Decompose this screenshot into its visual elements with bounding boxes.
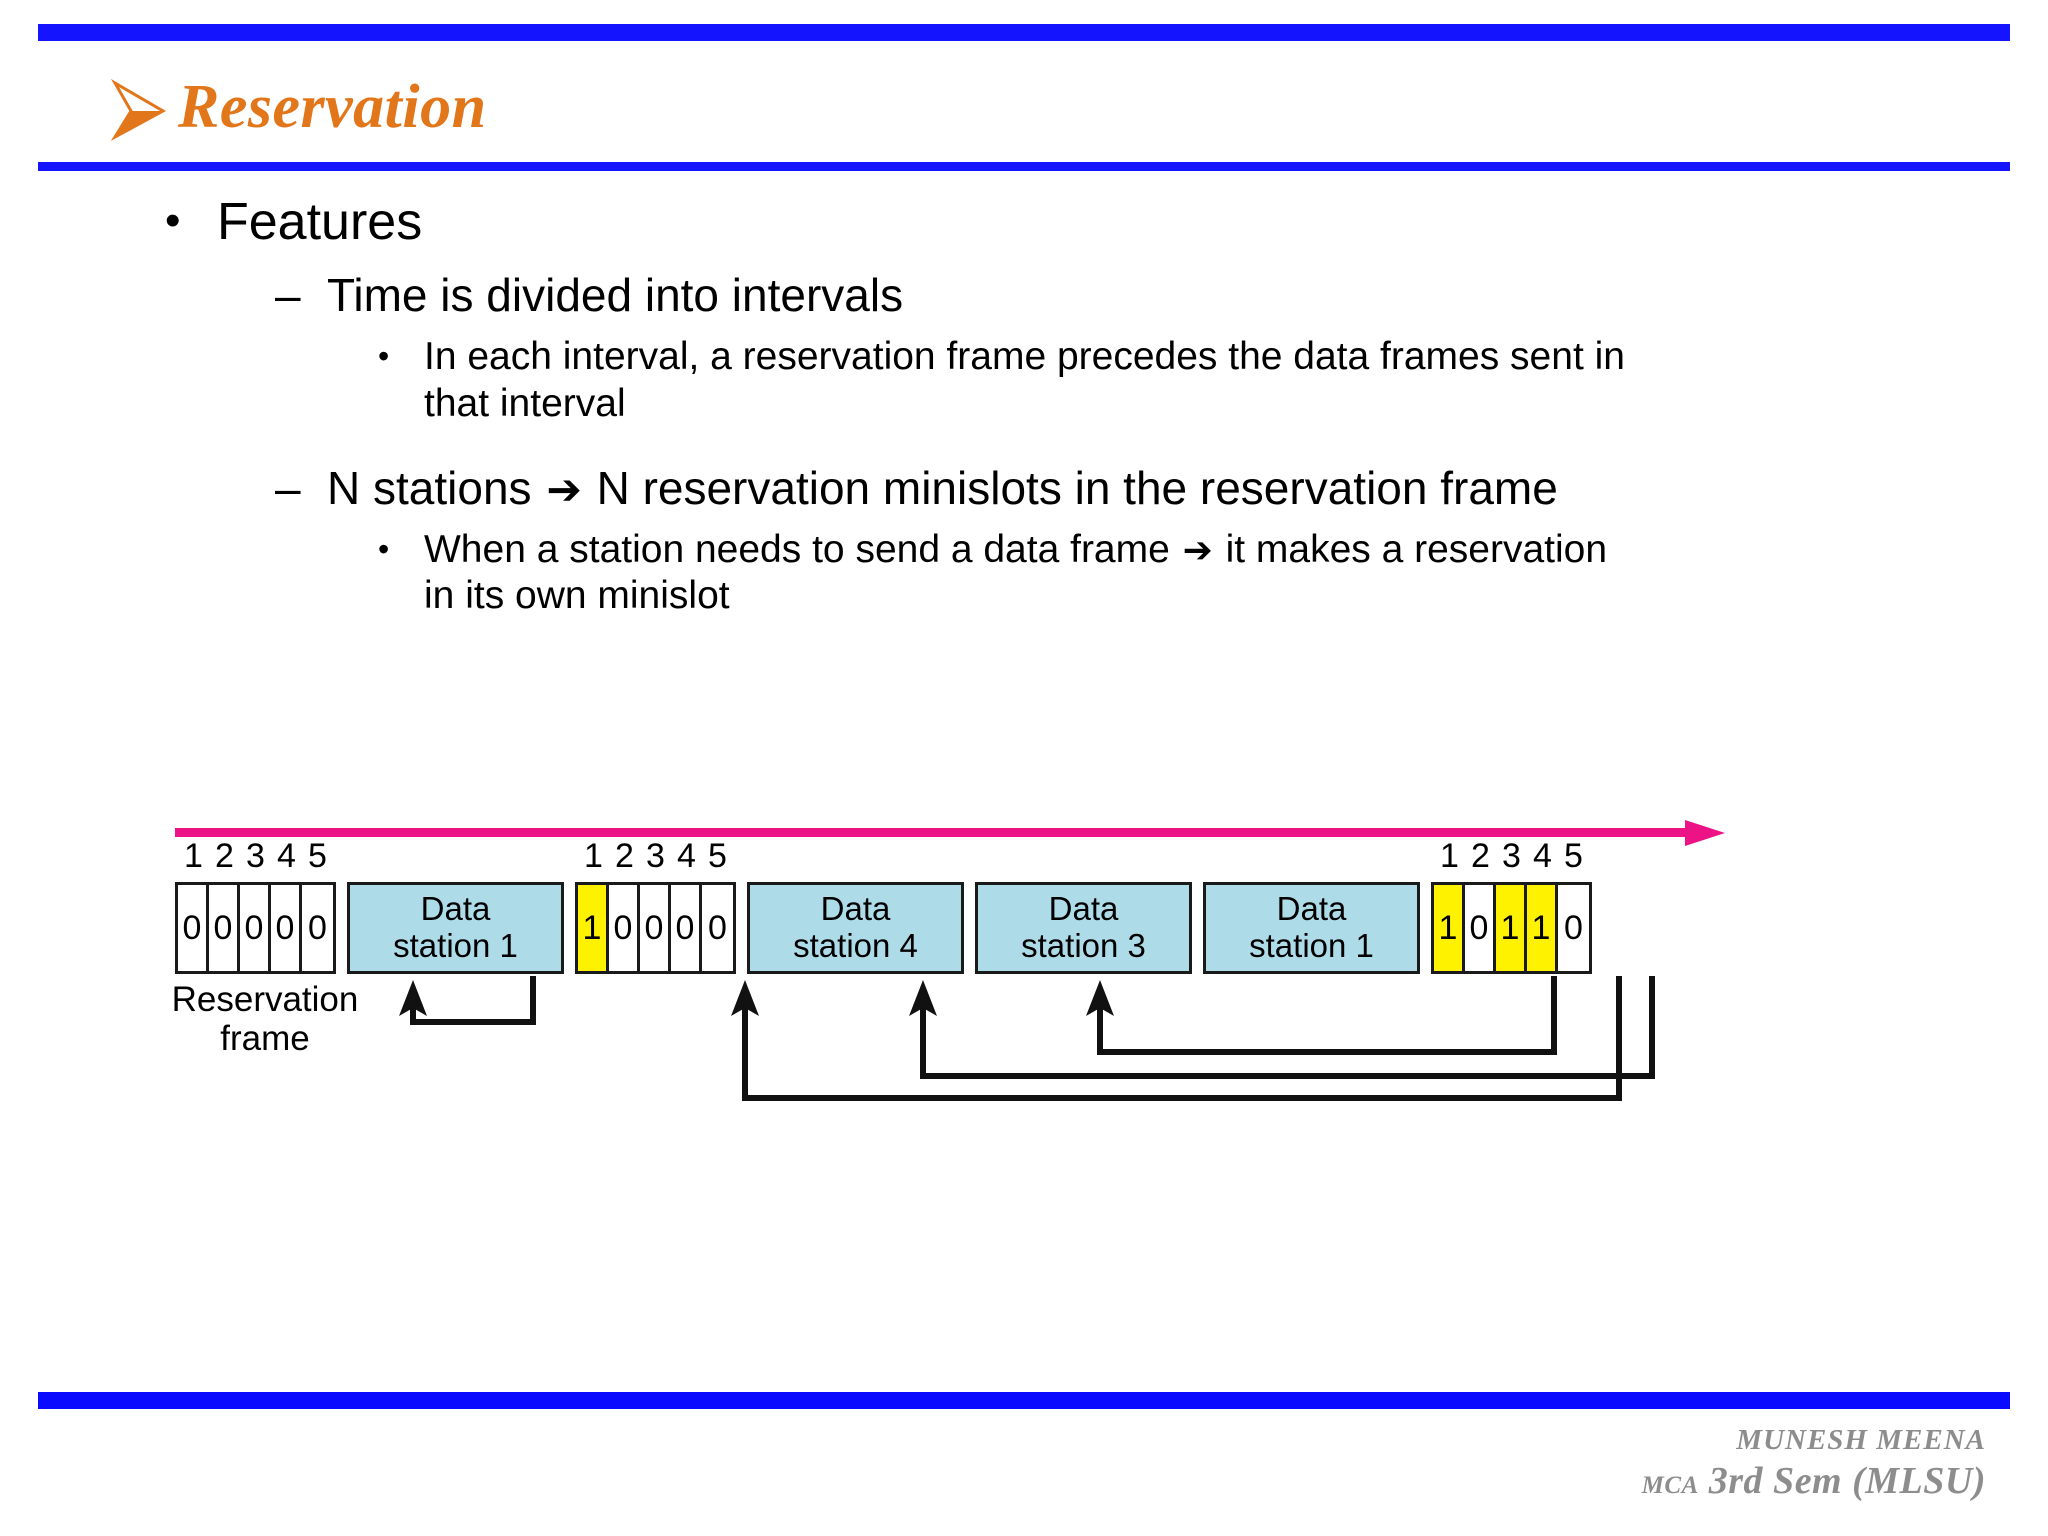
data-frame-station-1-a: Data station 1 bbox=[347, 882, 564, 974]
minislot: 0 bbox=[302, 885, 333, 971]
data-frame-line2: station 1 bbox=[393, 927, 518, 964]
data-frame-station-1-b: Data station 1 bbox=[1203, 882, 1420, 974]
orange-arrow-bullet-icon bbox=[110, 78, 168, 141]
minislot-numbers-1: 1 2 3 4 5 bbox=[178, 837, 333, 876]
bottom-blue-bar bbox=[38, 1392, 2010, 1409]
minislot-number: 2 bbox=[215, 837, 234, 875]
time-axis-line bbox=[175, 828, 1695, 837]
minislot: 0 bbox=[209, 885, 240, 971]
data-frame-station-4: Data station 4 bbox=[747, 882, 964, 974]
data-frame-station-3: Data station 3 bbox=[975, 882, 1192, 974]
minislot-number: 3 bbox=[646, 837, 665, 875]
bullet-reservation-precedes-label: In each interval, a reservation frame pr… bbox=[424, 334, 1938, 428]
data-frame-line1: Data bbox=[1048, 890, 1119, 928]
footer-course-label: 3rd Sem (MLSU) bbox=[1708, 1460, 1986, 1502]
line-a: In each interval, a reservation frame pr… bbox=[424, 335, 1625, 379]
minislot-numbers-3: 1 2 3 4 5 bbox=[1434, 837, 1589, 876]
bullet-features-label: Features bbox=[217, 193, 423, 251]
minislot-numbers-2: 1 2 3 4 5 bbox=[578, 837, 733, 876]
reservation-frame-3: 1 2 3 4 5 1 0 1 1 0 bbox=[1431, 837, 1592, 974]
right-arrow-icon: ➔ bbox=[546, 464, 582, 514]
n-stations-post: N reservation minislots in the reservati… bbox=[596, 461, 1558, 514]
time-axis-arrow bbox=[175, 820, 1745, 846]
right-arrow-icon: ➔ bbox=[1182, 529, 1213, 571]
minislot-number: 5 bbox=[308, 837, 327, 875]
spacer bbox=[1420, 882, 1431, 974]
bullet-station-reservation: • When a station needs to send a data fr… bbox=[378, 527, 1938, 621]
footer-course-prefix: MCA bbox=[1641, 1472, 1699, 1499]
station-res-post: it makes a reservation bbox=[1225, 527, 1608, 571]
bullet-n-stations-label: N stations ➔ N reservation minislots in … bbox=[327, 462, 2048, 515]
dash-marker: – bbox=[275, 461, 301, 514]
minislot-reserved: 1 bbox=[1434, 885, 1465, 971]
data-frame-line2: station 4 bbox=[793, 927, 918, 964]
minislot: 0 bbox=[240, 885, 271, 971]
minislot-number: 1 bbox=[584, 837, 603, 875]
sub-bullet-marker: • bbox=[378, 530, 390, 567]
page-title: Reservation bbox=[178, 73, 487, 141]
minislot: 0 bbox=[671, 885, 702, 971]
bullet-features: • Features bbox=[165, 193, 2048, 251]
spacer bbox=[564, 882, 575, 974]
bullet-marker: • bbox=[165, 196, 181, 245]
station-res-line-b: in its own minislot bbox=[424, 574, 730, 618]
spacer bbox=[736, 882, 747, 974]
reservation-frame-2: 1 2 3 4 5 1 0 0 0 0 bbox=[575, 837, 736, 974]
minislot: 0 bbox=[271, 885, 302, 971]
minislot: 0 bbox=[702, 885, 733, 971]
reservation-frame-1: 1 2 3 4 5 0 0 0 0 0 bbox=[175, 837, 336, 974]
data-frame-line1: Data bbox=[420, 890, 491, 928]
minislot: 0 bbox=[640, 885, 671, 971]
spacer bbox=[1192, 882, 1203, 974]
bullet-n-stations: – N stations ➔ N reservation minislots i… bbox=[275, 462, 2048, 515]
dash-marker: – bbox=[275, 269, 301, 322]
minislot-number: 1 bbox=[1440, 837, 1459, 875]
minislot-number: 3 bbox=[1502, 837, 1521, 875]
minislot: 0 bbox=[1465, 885, 1496, 971]
minislot-number: 2 bbox=[1471, 837, 1490, 875]
spacer bbox=[964, 882, 975, 974]
title-underline-bar bbox=[38, 162, 2010, 171]
line-b: that interval bbox=[424, 381, 626, 425]
slide-title-row: Reservation bbox=[110, 62, 487, 152]
caption-line1: Reservation bbox=[171, 980, 359, 1019]
data-frame-line2: station 1 bbox=[1249, 927, 1374, 964]
footer-author: MUNESH MEENA bbox=[1736, 1424, 1986, 1456]
n-stations-pre: N stations bbox=[327, 461, 532, 514]
reservation-frame-caption: Reservation frame bbox=[170, 980, 360, 1058]
bullet-reservation-precedes: • In each interval, a reservation frame … bbox=[378, 334, 1938, 428]
slide-body: • Features – Time is divided into interv… bbox=[0, 185, 2048, 620]
bullet-time-intervals-label: Time is divided into intervals bbox=[327, 269, 904, 322]
time-axis-arrowhead-icon bbox=[1685, 820, 1725, 846]
minislot: 0 bbox=[609, 885, 640, 971]
data-frame-line1: Data bbox=[820, 890, 891, 928]
bullet-time-intervals: – Time is divided into intervals bbox=[275, 269, 2048, 322]
minislot-number: 5 bbox=[708, 837, 727, 875]
bullet-station-reservation-label: When a station needs to send a data fram… bbox=[424, 527, 1938, 621]
minislot-reserved: 1 bbox=[1496, 885, 1527, 971]
minislot-number: 2 bbox=[615, 837, 634, 875]
minislot-reserved: 1 bbox=[1527, 885, 1558, 971]
minislot-number: 4 bbox=[677, 837, 696, 875]
reservation-timeline-diagram: 1 2 3 4 5 0 0 0 0 0 Data station 1 1 2 3… bbox=[160, 790, 1920, 1130]
sub-bullet-marker: • bbox=[378, 338, 390, 375]
frame-strip: 1 2 3 4 5 0 0 0 0 0 Data station 1 1 2 3… bbox=[175, 837, 1592, 974]
top-blue-bar bbox=[38, 24, 2010, 41]
minislot-number: 4 bbox=[277, 837, 296, 875]
minislot-number: 4 bbox=[1533, 837, 1552, 875]
station-res-pre: When a station needs to send a data fram… bbox=[424, 527, 1170, 571]
caption-line2: frame bbox=[220, 1019, 310, 1059]
minislot: 0 bbox=[1558, 885, 1589, 971]
footer-course: MCA 3rd Sem (MLSU) bbox=[1642, 1459, 1986, 1503]
minislot-reserved: 1 bbox=[578, 885, 609, 971]
minislot-number: 1 bbox=[184, 837, 203, 875]
data-frame-line2: station 3 bbox=[1021, 927, 1146, 964]
minislot-number: 3 bbox=[246, 837, 265, 875]
minislot: 0 bbox=[178, 885, 209, 971]
minislot-number: 5 bbox=[1564, 837, 1583, 875]
data-frame-line1: Data bbox=[1276, 890, 1347, 928]
slide-footer: MUNESH MEENA MCA 3rd Sem (MLSU) bbox=[1642, 1424, 1986, 1503]
spacer bbox=[336, 882, 347, 974]
